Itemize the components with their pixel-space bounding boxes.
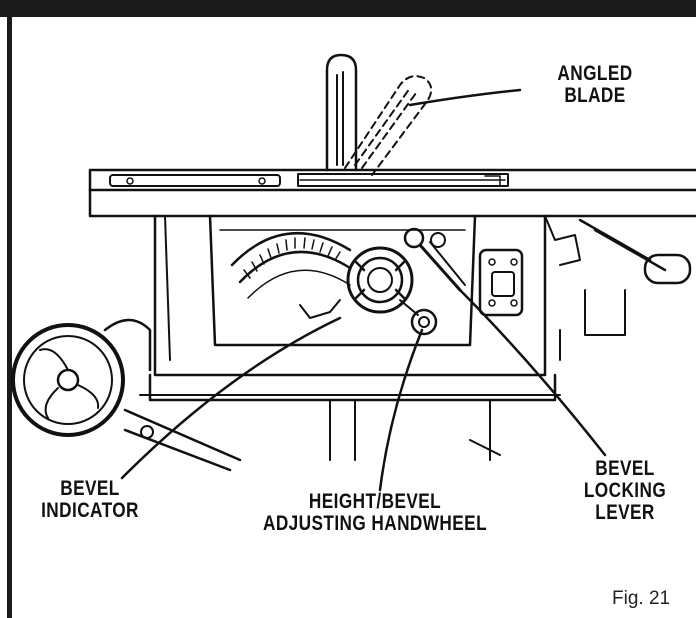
figure-label: Fig. 21 bbox=[612, 588, 671, 609]
handwheel bbox=[346, 246, 438, 336]
angled-blade-leader bbox=[408, 88, 522, 107]
power-switch-housing bbox=[478, 248, 524, 317]
locking-lever-leader bbox=[456, 286, 607, 457]
bevel-locking-lever-label: BEVEL LOCKING LEVER bbox=[583, 457, 667, 524]
bevel-indicator-label: BEVEL INDICATOR bbox=[41, 477, 139, 522]
right-frame bbox=[544, 215, 692, 361]
bevel-indicator-leader bbox=[120, 316, 342, 480]
saw-cabinet bbox=[139, 214, 561, 402]
handwheel-label: HEIGHT/BEVEL ADJUSTING HANDWHEEL bbox=[262, 490, 487, 535]
bevel-locking-lever bbox=[403, 227, 466, 292]
handwheel-leader bbox=[378, 328, 424, 492]
wheel bbox=[11, 318, 152, 437]
bevel-scale bbox=[230, 231, 352, 319]
top-border-bar bbox=[0, 0, 696, 17]
left-border-rule bbox=[7, 0, 12, 618]
table-top bbox=[88, 168, 696, 218]
angled-blade-label: ANGLED BLADE bbox=[557, 62, 633, 107]
upright-blade bbox=[325, 53, 358, 172]
stand-legs bbox=[123, 399, 501, 472]
angled-blade bbox=[344, 75, 433, 176]
